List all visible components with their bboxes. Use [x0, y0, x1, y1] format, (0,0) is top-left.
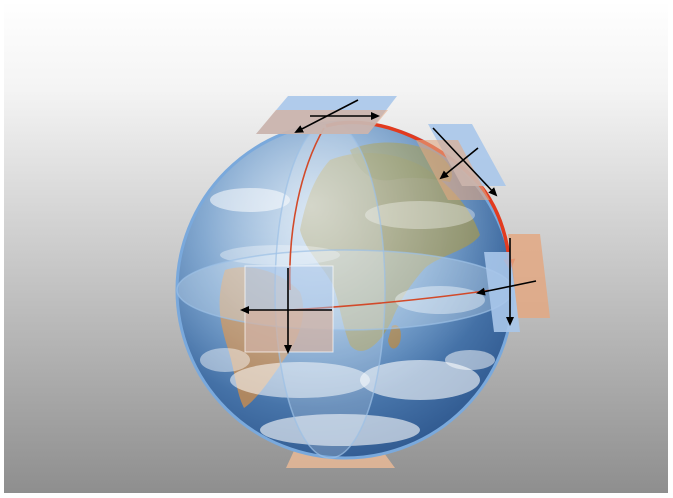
slide-border-left [0, 0, 4, 498]
slide-border-right [668, 0, 673, 498]
slide-border-top [0, 0, 673, 4]
plane-upper-right [416, 124, 506, 200]
plane-front [240, 265, 334, 354]
plane-top [256, 96, 397, 134]
slide-border-bottom [0, 493, 673, 498]
plane-right [476, 234, 550, 332]
